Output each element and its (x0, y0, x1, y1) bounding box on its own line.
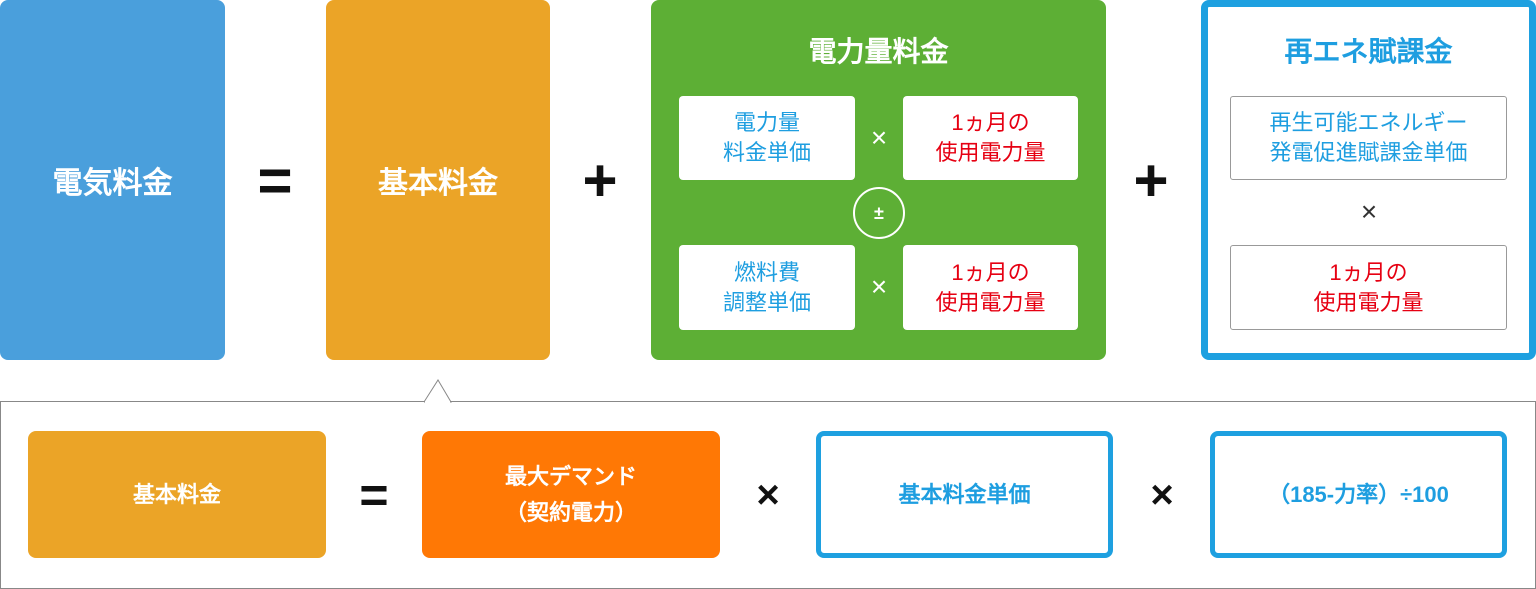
electricity-fee-box: 電気料金 (0, 0, 225, 360)
electricity-fee-label: 電気料金 (52, 167, 173, 200)
energy-charge-title: 電力量料金 (808, 36, 949, 67)
basic-fee-box-detail: 基本料金 (28, 431, 326, 558)
power-factor-box: （185-力率）÷100 (1210, 431, 1507, 558)
energy-unit-price: 電力量 料金単価 (679, 96, 855, 180)
fuel-adjust-unit-price: 燃料費 調整単価 (679, 245, 855, 330)
basic-unit-price-box: 基本料金単価 (816, 431, 1113, 558)
callout-notch (424, 379, 452, 403)
plus-minus-circle: ± (853, 187, 905, 239)
times-sign: × (1150, 472, 1174, 517)
basic-fee-label: 基本料金 (378, 167, 498, 200)
times-sign: × (870, 122, 888, 153)
renewable-unit-price: 再生可能エネルギー 発電促進賦課金単価 (1230, 96, 1507, 180)
plus-sign: + (1133, 146, 1169, 214)
plus-sign: + (582, 146, 618, 214)
equals-sign: = (257, 146, 293, 214)
basic-fee-box: 基本料金 (326, 0, 550, 360)
equals-sign: = (359, 467, 389, 523)
monthly-usage: 1ヵ月の 使用電力量 (903, 245, 1078, 330)
renewable-levy-panel (1201, 0, 1536, 360)
times-sign: × (1360, 196, 1378, 227)
monthly-usage: 1ヵ月の 使用電力量 (1230, 245, 1507, 330)
max-demand-box: 最大デマンド （契約電力） (422, 431, 720, 558)
monthly-usage: 1ヵ月の 使用電力量 (903, 96, 1078, 180)
renewable-levy-title: 再エネ賦課金 (1284, 36, 1453, 67)
times-sign: × (756, 472, 780, 517)
times-sign: × (870, 271, 888, 302)
